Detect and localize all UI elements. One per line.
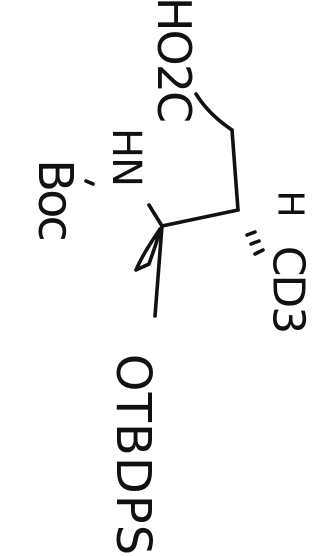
cd3-label: CD3 (262, 245, 314, 333)
bond-ch2-to-chiral-carbon (230, 128, 240, 212)
bond-nh-to-alpha-carbon (147, 203, 164, 228)
hash-bond-1 (245, 230, 257, 237)
boc-label: Boc (26, 159, 83, 239)
bond-chiral-carbon-to-alpha-carbon (160, 208, 240, 228)
h-label: H (269, 190, 311, 218)
nh-label: HN (103, 128, 149, 186)
otbdps-label: OTBDPS (105, 353, 162, 556)
bond-alpha-carbon-to-otbdps (153, 224, 164, 318)
co2h-label: HO2C (147, 0, 202, 122)
bond-co2h-to-ch2 (194, 92, 234, 132)
wedge-alpha-carbon (134, 227, 162, 272)
hash-bond-2 (249, 239, 261, 246)
hash-bond-3 (253, 248, 265, 256)
bond-boc-to-n (84, 179, 95, 186)
